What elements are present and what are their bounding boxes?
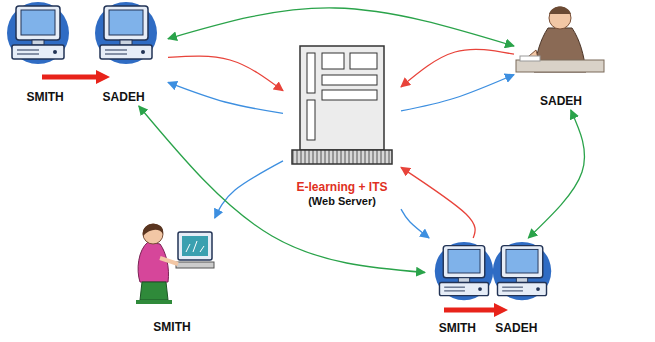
- transfer-arrow: [42, 70, 110, 84]
- computer-icon: [435, 242, 493, 300]
- person-icon: [516, 7, 604, 73]
- server-icon: [292, 46, 392, 164]
- node-label: SADEH: [495, 321, 537, 335]
- node-box: SMITH: [124, 218, 220, 336]
- connector-arrow: [528, 110, 584, 238]
- person-icon: [136, 224, 214, 304]
- node-label: SMITH: [439, 321, 476, 335]
- connector-arrow: [401, 75, 514, 111]
- computer-icon: [95, 2, 157, 64]
- node-label: SADEH: [103, 90, 145, 104]
- connector-arrow: [401, 167, 475, 238]
- computer-icon: [7, 2, 69, 64]
- connector-arrow: [401, 209, 429, 238]
- node-box: E-learning + ITS(Web Server): [283, 40, 401, 210]
- node-label: SMITH: [26, 90, 63, 104]
- node-label: E-learning + ITS: [296, 180, 387, 194]
- node-box: SMITH SADEH: [3, 2, 168, 106]
- connector-arrow: [139, 106, 425, 272]
- connector-arrow: [168, 8, 514, 46]
- connector-arrow: [168, 82, 283, 113]
- computer-icon: [493, 242, 551, 300]
- connector-arrow: [215, 161, 283, 218]
- node-box: SADEH: [514, 2, 608, 110]
- connector-arrow: [168, 56, 283, 91]
- transfer-arrow: [444, 303, 508, 317]
- node-label: (Web Server): [308, 194, 376, 208]
- node-box: SMITH SADEH: [425, 238, 551, 337]
- node-label: SADEH: [540, 94, 582, 108]
- node-label: SMITH: [153, 320, 190, 334]
